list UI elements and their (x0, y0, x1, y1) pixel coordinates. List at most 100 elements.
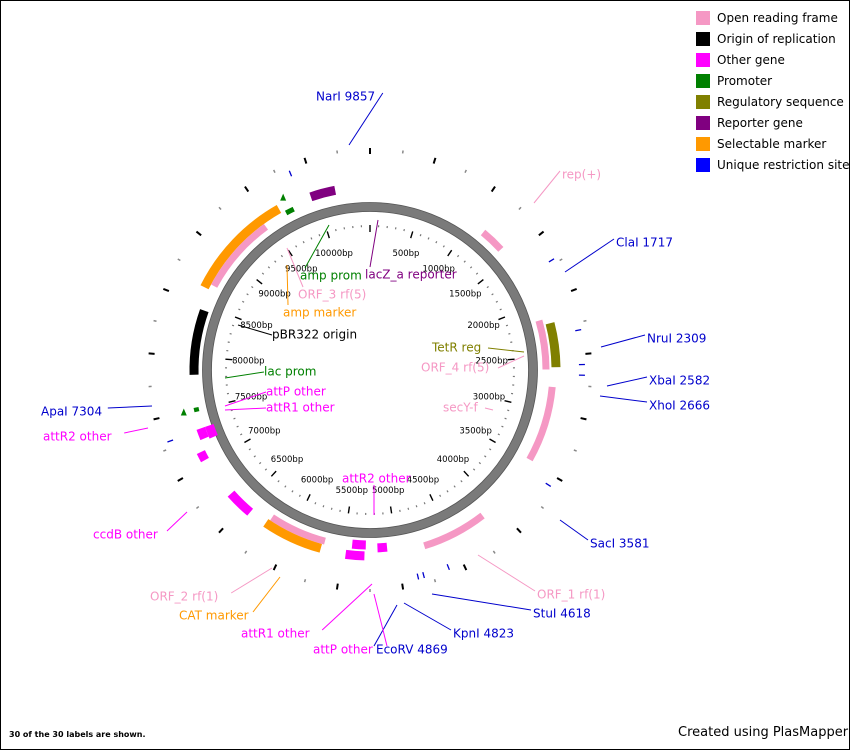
restriction-site-mark (446, 563, 450, 571)
scale-tick (475, 272, 479, 275)
scale-tick (326, 231, 330, 239)
legend-item: Other gene (696, 49, 850, 70)
scale-tick (453, 485, 456, 488)
legend: Open reading frame Origin of replication… (696, 7, 850, 175)
scale-tick (508, 332, 511, 335)
label-leader (564, 238, 615, 273)
legend-label: Selectable marker (717, 136, 827, 151)
feature-arc (344, 549, 365, 561)
scale-tick (267, 266, 271, 269)
feature-label: secY-f (443, 401, 478, 415)
label-leader (348, 92, 384, 146)
outer-tick (195, 230, 202, 237)
outer-tick (162, 287, 170, 293)
scale-tick-label: 1500bp (449, 289, 481, 299)
feature-label: SacI 3581 (590, 537, 649, 551)
feature-arc (227, 490, 254, 516)
scale-tick (407, 507, 410, 510)
feature-label: ClaI 1717 (616, 236, 673, 250)
label-leader (224, 391, 267, 407)
scale-tick (238, 308, 241, 311)
scale-tick (240, 433, 243, 436)
feature-arc (480, 229, 504, 252)
scale-tick-label: 6000bp (301, 475, 333, 485)
scale-tick (463, 260, 466, 263)
label-leader (369, 219, 379, 268)
scale-tick (491, 293, 494, 296)
feature-label: ORF_1 rf(1) (537, 588, 605, 602)
label-leader (606, 376, 648, 387)
scale-tick-label: 2000bp (467, 321, 499, 331)
feature-label: attR1 other (266, 401, 335, 415)
label-leader (497, 355, 525, 369)
label-leader (107, 405, 153, 409)
label-leader (477, 554, 536, 592)
outer-tick (303, 579, 307, 583)
outer-tick (556, 477, 563, 482)
legend-swatch (696, 10, 710, 25)
scale-tick (261, 272, 265, 275)
outer-tick (303, 157, 308, 164)
scale-tick (447, 249, 453, 257)
scale-tick (231, 324, 235, 327)
scale-tick (497, 433, 500, 436)
scale-tick (248, 448, 251, 451)
feature-arc (196, 426, 209, 441)
legend-label: Reporter gene (717, 115, 803, 130)
scale-tick (264, 468, 268, 471)
scale-tick (256, 279, 263, 285)
scale-tick (274, 260, 277, 263)
feature-arc (284, 206, 295, 216)
outer-tick (244, 550, 248, 554)
scale-tick (505, 324, 509, 327)
label-leader (286, 264, 289, 306)
outer-tick (195, 505, 200, 510)
scale-tick (423, 502, 426, 505)
scale-tick (504, 400, 512, 403)
outer-tick (492, 550, 496, 554)
outer-tick (538, 230, 545, 237)
feature-label: NruI 2309 (647, 332, 706, 346)
scale-tick (507, 409, 510, 412)
outer-tick (432, 157, 437, 164)
label-leader (124, 427, 149, 434)
scale-tick-label: 5500bp (336, 486, 368, 496)
scale-tick (501, 425, 504, 428)
scale-tick-label: 7500bp (235, 393, 267, 403)
feature-label: XhoI 2666 (649, 399, 710, 413)
scale-tick (495, 300, 498, 303)
outer-tick (462, 564, 468, 571)
outer-tick (163, 449, 167, 452)
outer-tick (573, 449, 577, 452)
scale-tick (291, 490, 294, 493)
feature-arc (196, 450, 209, 463)
restriction-site-mark (288, 170, 293, 177)
scale-tick (259, 462, 262, 465)
scale-tick (246, 293, 249, 296)
feature-arc (545, 322, 561, 368)
scale-tick-label: 7000bp (248, 427, 280, 437)
legend-item: Origin of replication (696, 28, 850, 49)
scale-tick (477, 279, 484, 285)
label-leader (230, 567, 273, 594)
feature-label: XbaI 2582 (649, 374, 710, 388)
scale-tick (244, 438, 251, 444)
scale-tick (295, 245, 298, 248)
feature-arc (189, 309, 209, 375)
legend-swatch (696, 52, 710, 67)
feature-arc (200, 205, 282, 290)
outer-tick (177, 258, 181, 262)
promoter-arrow (280, 193, 287, 201)
label-leader (224, 407, 267, 411)
scale-tick (498, 316, 506, 321)
scale-tick (410, 231, 414, 239)
feature-arc (377, 542, 388, 553)
scale-tick (415, 505, 418, 508)
legend-label: Promoter (717, 73, 773, 88)
outer-tick (580, 417, 587, 421)
feature-label: StuI 4618 (533, 607, 591, 621)
scale-tick-label: 5000bp (372, 486, 404, 496)
scale-tick-label: 2500bp (475, 356, 507, 366)
feature-label: attP other (266, 385, 326, 399)
